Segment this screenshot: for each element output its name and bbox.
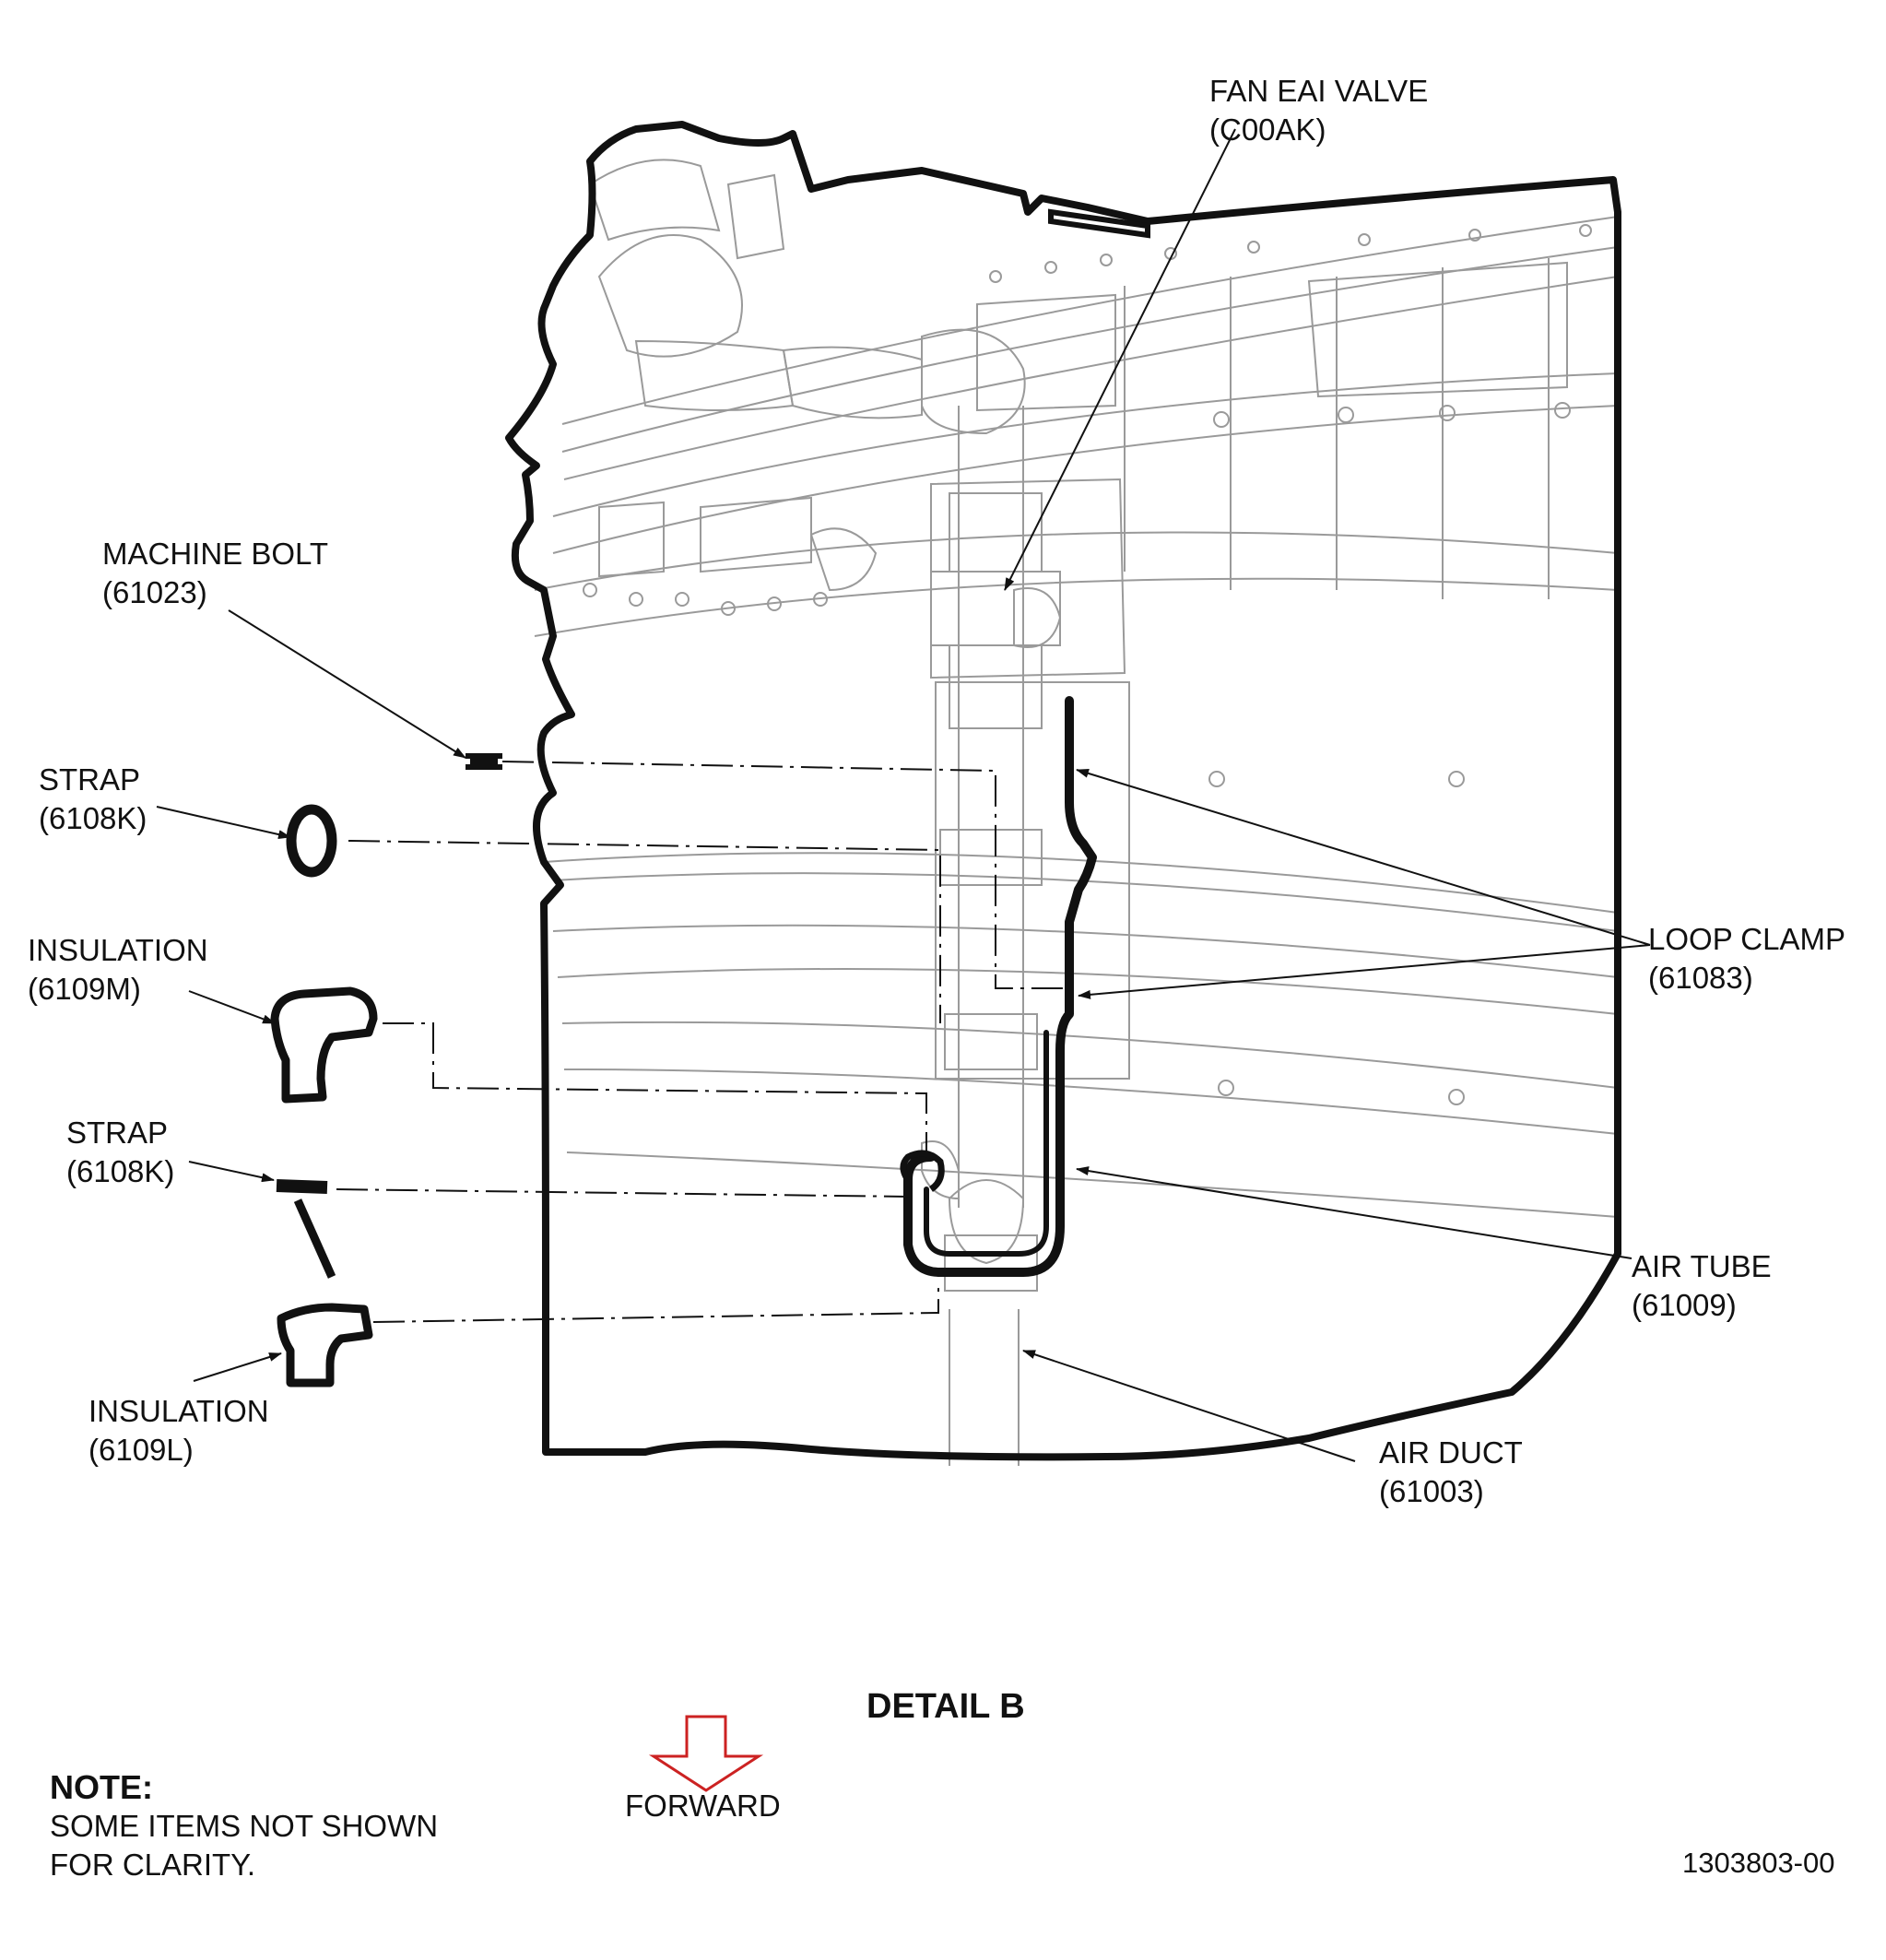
callout-name: AIR TUBE: [1632, 1249, 1772, 1283]
detail-boundary: [505, 121, 1622, 1461]
callout-code: (61009): [1632, 1288, 1737, 1322]
strap-lower-part: [276, 1179, 336, 1279]
alignment-lines: [336, 761, 1069, 1323]
drawing-number: 1303803-00: [1682, 1847, 1835, 1879]
air-tube: [903, 696, 1097, 1277]
callout-machine-bolt: MACHINE BOLT (61023): [102, 535, 328, 612]
callout-name: STRAP: [39, 762, 141, 797]
callout-code: (C00AK): [1209, 112, 1326, 147]
callout-insulation-l: INSULATION (6109L): [88, 1392, 269, 1470]
air-tube-end: [900, 1150, 945, 1192]
callout-name: AIR DUCT: [1379, 1435, 1523, 1470]
air-tube-inner: [924, 1030, 1049, 1257]
callout-name: STRAP: [66, 1116, 169, 1150]
callout-name: INSULATION: [28, 933, 208, 967]
engine-structure-detail: [534, 159, 1619, 1466]
callout-loop-clamp: LOOP CLAMP (61083): [1648, 920, 1845, 998]
callout-code: (61003): [1379, 1474, 1484, 1508]
forward-label: FORWARD: [625, 1789, 781, 1823]
callout-code: (61083): [1648, 961, 1753, 995]
callout-code: (6109M): [28, 972, 141, 1006]
callout-strap-upper: STRAP (6108K): [39, 761, 147, 838]
note-line-1: SOME ITEMS NOT SHOWN: [50, 1809, 439, 1843]
insulation-m-part: [270, 986, 378, 1104]
fastener-details: [583, 224, 1592, 1105]
callout-name: LOOP CLAMP: [1648, 922, 1845, 956]
callout-air-tube: AIR TUBE (61009): [1632, 1247, 1772, 1325]
valve-cap-outline: [1048, 208, 1150, 239]
callout-name: INSULATION: [88, 1394, 269, 1428]
callout-code: (6108K): [66, 1154, 175, 1188]
note-block: NOTE: SOME ITEMS NOT SHOWN FOR CLARITY.: [50, 1768, 438, 1884]
callout-air-duct: AIR DUCT (61003): [1379, 1434, 1523, 1511]
callout-code: (6109L): [88, 1433, 194, 1467]
callout-name: MACHINE BOLT: [102, 537, 329, 571]
detail-title: DETAIL B: [866, 1687, 1025, 1726]
callout-strap-lower: STRAP (6108K): [66, 1114, 174, 1191]
insulation-l-part: [277, 1303, 373, 1387]
callout-fan-eai-valve: FAN EAI VALVE (C00AK): [1209, 72, 1428, 149]
note-line-2: FOR CLARITY.: [50, 1848, 256, 1882]
callout-code: (61023): [102, 575, 207, 609]
forward-arrow-icon: [648, 1715, 764, 1792]
callout-code: (6108K): [39, 801, 147, 835]
strap-ring-part: [286, 804, 337, 878]
leader-lines: [156, 128, 1651, 1462]
callout-insulation-m: INSULATION (6109M): [28, 931, 208, 1009]
machine-bolt-part: [466, 753, 502, 770]
callout-name: FAN EAI VALVE: [1209, 74, 1429, 108]
note-heading: NOTE:: [50, 1768, 153, 1806]
